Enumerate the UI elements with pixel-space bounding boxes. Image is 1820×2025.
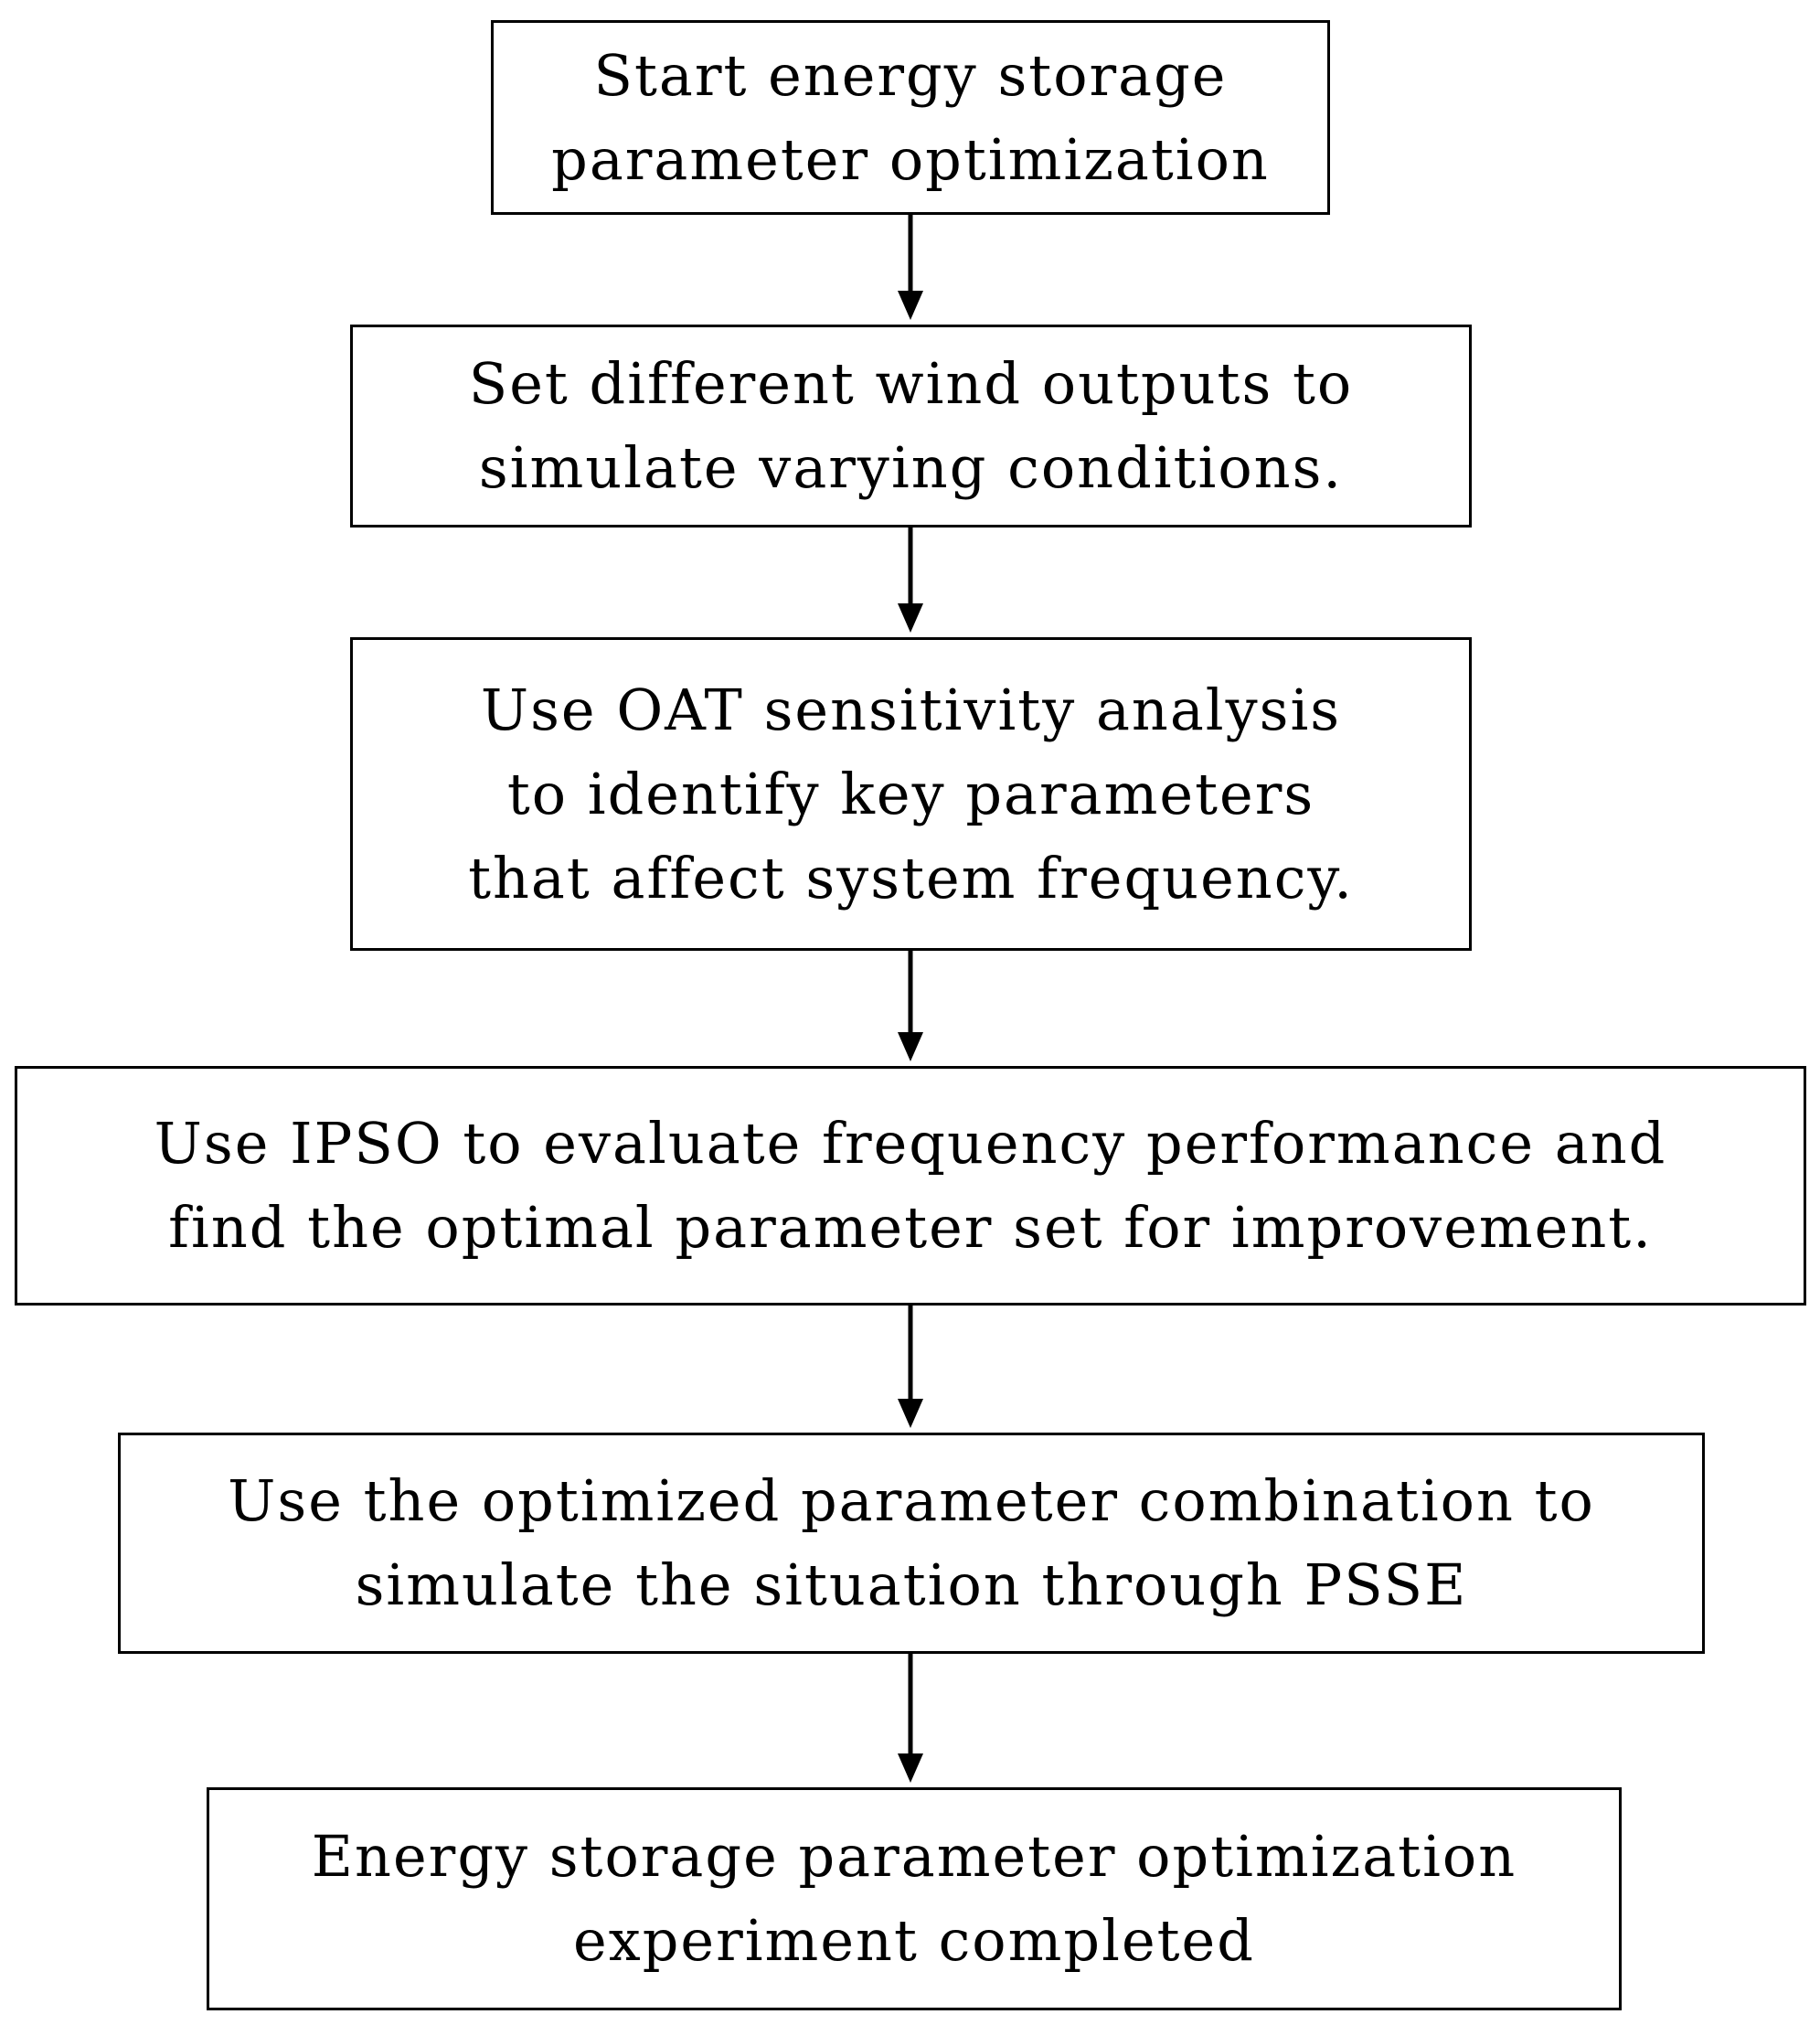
flow-step-ipso-evaluation-text: Use IPSO to evaluate frequency performan…: [154, 1110, 1667, 1261]
arrow-2-to-3: [898, 528, 923, 633]
flow-step-start-text: Start energy storage parameter optimizat…: [551, 41, 1270, 193]
flow-step-ipso-evaluation: Use IPSO to evaluate frequency performan…: [15, 1066, 1806, 1306]
flow-step-completed-text: Energy storage parameter optimization ex…: [311, 1823, 1517, 1974]
flow-step-set-wind-outputs: Set different wind outputs to simulate v…: [350, 325, 1472, 528]
flow-step-start: Start energy storage parameter optimizat…: [491, 20, 1330, 215]
arrow-3-to-4: [898, 951, 923, 1061]
arrow-1-to-2: [898, 215, 923, 320]
arrow-5-to-6: [898, 1654, 923, 1783]
flow-step-completed: Energy storage parameter optimization ex…: [207, 1787, 1622, 2010]
arrow-4-to-5: [898, 1306, 923, 1428]
flow-step-oat-sensitivity-text: Use OAT sensitivity analysis to identify…: [468, 676, 1354, 911]
flow-step-oat-sensitivity: Use OAT sensitivity analysis to identify…: [350, 637, 1472, 951]
flow-step-psse-simulation-text: Use the optimized parameter combination …: [228, 1467, 1595, 1618]
flow-step-psse-simulation: Use the optimized parameter combination …: [118, 1433, 1705, 1654]
flow-step-set-wind-outputs-text: Set different wind outputs to simulate v…: [468, 350, 1354, 501]
